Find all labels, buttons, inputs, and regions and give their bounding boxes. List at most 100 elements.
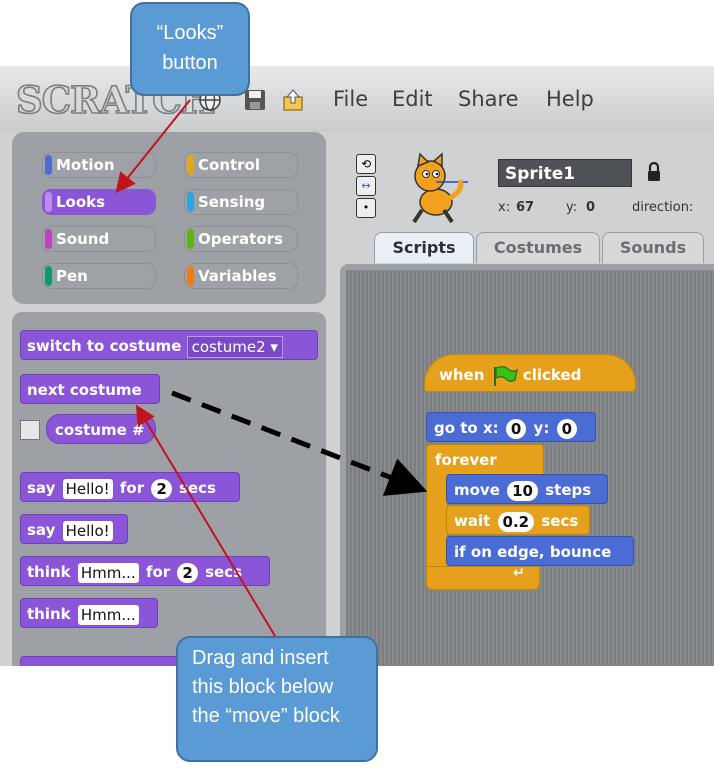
block-think[interactable]: think Hmm... xyxy=(20,598,158,628)
share-icon[interactable] xyxy=(281,88,305,112)
save-icon[interactable] xyxy=(243,88,267,112)
block-switch-to-costume[interactable]: switch to costume costume2 ▾ xyxy=(20,330,318,360)
block-label: y: xyxy=(533,419,550,437)
block-label: switch to costume xyxy=(27,337,182,355)
block-label: secs xyxy=(541,512,579,530)
wait-secs-input[interactable]: 0.2 xyxy=(497,511,535,532)
operators-color-stripe xyxy=(187,229,194,249)
flip-horizontal-icon[interactable]: ↔ xyxy=(356,176,376,196)
go-to-xy-block[interactable]: go to x: 0 y: 0 xyxy=(426,412,596,442)
move-steps-block[interactable]: move 10 steps xyxy=(446,474,608,504)
sound-color-stripe xyxy=(45,229,52,249)
forever-block[interactable]: forever xyxy=(426,444,544,476)
no-rotate-icon[interactable]: • xyxy=(356,198,376,218)
variables-color-stripe xyxy=(187,266,194,286)
category-label: Control xyxy=(198,156,261,174)
category-pen[interactable]: Pen xyxy=(42,263,156,289)
block-think-for-secs[interactable]: think Hmm... for 2 secs xyxy=(20,556,270,586)
green-flag-icon xyxy=(493,365,518,386)
category-variables[interactable]: Variables xyxy=(184,263,298,289)
category-label: Sensing xyxy=(198,193,266,211)
cat-sprite-icon xyxy=(412,152,468,224)
dropdown-value: costume2 xyxy=(191,337,266,356)
control-color-stripe xyxy=(187,155,194,175)
pen-color-stripe xyxy=(45,266,52,286)
looks-pointer-arrow xyxy=(115,99,191,194)
category-label: Operators xyxy=(198,230,283,248)
block-label: steps xyxy=(545,481,592,499)
block-label: forever xyxy=(435,451,497,469)
block-say[interactable]: say Hello! xyxy=(20,514,128,544)
loop-arrow-icon: ↵ xyxy=(513,565,525,581)
category-sensing[interactable]: Sensing xyxy=(184,189,298,215)
block-label: when xyxy=(439,366,485,384)
forever-block-bottom: ↵ xyxy=(426,565,540,590)
lock-icon[interactable] xyxy=(646,161,662,183)
rotate-icon[interactable]: ⟲ xyxy=(356,154,376,174)
block-label: go to x: xyxy=(434,419,499,437)
menu-share[interactable]: Share xyxy=(458,87,519,111)
category-label: Motion xyxy=(56,156,115,174)
goto-y-input[interactable]: 0 xyxy=(556,418,577,439)
category-control[interactable]: Control xyxy=(184,152,298,178)
block-label: for xyxy=(145,563,171,581)
block-label: say xyxy=(27,521,56,539)
move-steps-input[interactable]: 10 xyxy=(507,480,538,501)
say-text-input[interactable]: Hello! xyxy=(62,478,113,499)
menu-edit[interactable]: Edit xyxy=(392,87,433,111)
callout-text: Drag and insert this block below the “mo… xyxy=(192,647,340,727)
menu-help[interactable]: Help xyxy=(546,87,594,111)
block-label: for xyxy=(119,479,145,497)
sprite-info-panel: ⟲ ↔ • Sprite1 x: 67 y: 0 direction: Scri… xyxy=(340,134,714,266)
block-next-costume[interactable]: next costume xyxy=(20,374,160,404)
looks-button-callout: “Looks” button xyxy=(130,2,250,96)
block-label: think xyxy=(27,605,71,623)
category-label: Sound xyxy=(56,230,110,248)
sensing-color-stripe xyxy=(187,192,194,212)
x-label: x: xyxy=(498,200,511,215)
top-menu-bar: SCRATCH File Edit Share Help xyxy=(0,66,714,132)
block-label: if on edge, bounce xyxy=(454,543,612,561)
block-label: move xyxy=(454,481,500,499)
looks-color-stripe xyxy=(45,192,52,212)
block-pointer-arrow xyxy=(135,404,276,637)
block-label: clicked xyxy=(522,366,582,384)
say-text-input[interactable]: Hello! xyxy=(62,520,113,541)
category-sound[interactable]: Sound xyxy=(42,226,156,252)
motion-color-stripe xyxy=(45,155,52,175)
block-label: wait xyxy=(454,512,491,530)
category-label: Pen xyxy=(56,267,88,285)
category-looks[interactable]: Looks xyxy=(42,189,156,215)
category-label: Looks xyxy=(56,193,106,211)
sprite-name-input[interactable]: Sprite1 xyxy=(498,159,632,187)
secs-input[interactable]: 2 xyxy=(151,478,172,499)
costume-number-checkbox[interactable] xyxy=(20,420,40,440)
tab-sounds[interactable]: Sounds xyxy=(602,232,704,263)
y-value: 0 xyxy=(586,200,596,215)
wait-secs-block[interactable]: wait 0.2 secs xyxy=(446,505,590,535)
if-on-edge-bounce-block[interactable]: if on edge, bounce xyxy=(446,536,634,566)
think-text-input[interactable]: Hmm... xyxy=(77,604,139,625)
tab-costumes[interactable]: Costumes xyxy=(476,232,600,263)
block-label: say xyxy=(27,479,56,497)
category-panel: Motion Control Looks Sensing Sound Opera… xyxy=(12,132,326,304)
x-value: 67 xyxy=(516,200,535,215)
category-motion[interactable]: Motion xyxy=(42,152,156,178)
block-label: next costume xyxy=(27,381,142,399)
block-costume-number[interactable]: costume # xyxy=(46,414,156,444)
direction-label: direction: xyxy=(632,200,694,215)
goto-x-input[interactable]: 0 xyxy=(505,418,527,439)
when-flag-clicked-block[interactable]: when clicked xyxy=(424,354,636,392)
tab-scripts[interactable]: Scripts xyxy=(374,232,474,263)
menu-file[interactable]: File xyxy=(333,87,369,111)
secs-input[interactable]: 2 xyxy=(177,562,198,583)
block-label: costume # xyxy=(55,421,145,439)
costume-dropdown[interactable]: costume2 ▾ xyxy=(186,335,283,358)
think-text-input[interactable]: Hmm... xyxy=(77,562,139,583)
category-label: Variables xyxy=(198,267,277,285)
y-label: y: xyxy=(566,200,578,215)
category-operators[interactable]: Operators xyxy=(184,226,298,252)
block-label: think xyxy=(27,563,71,581)
forever-block-arm xyxy=(426,474,447,578)
